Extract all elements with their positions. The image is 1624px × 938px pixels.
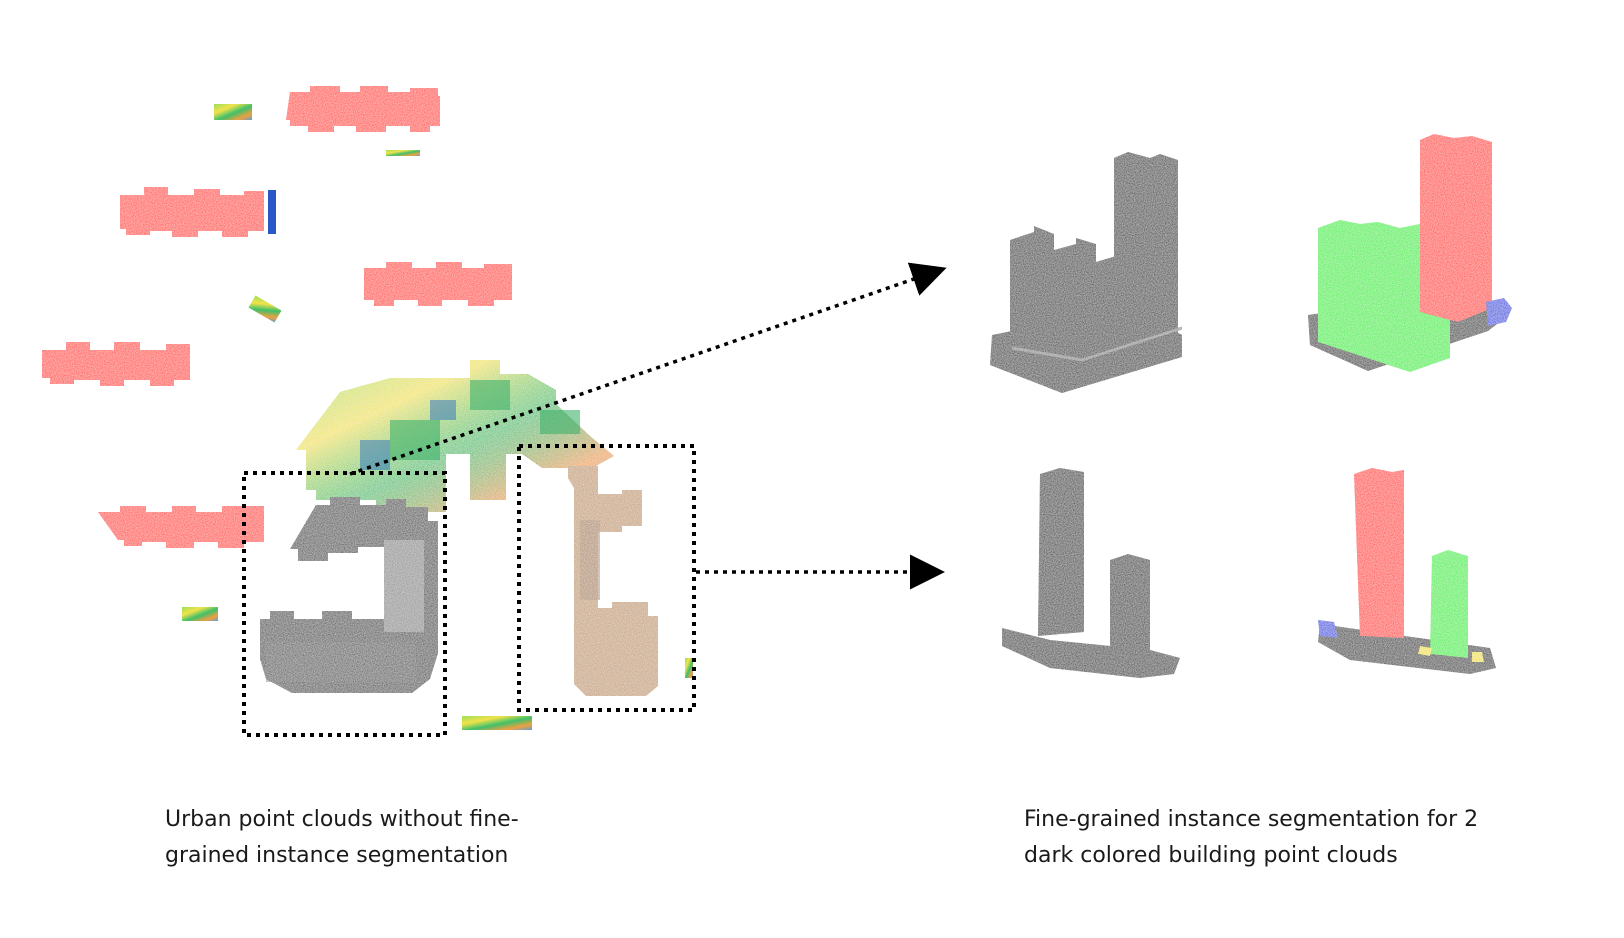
- left-caption-line-2: grained instance segmentation: [165, 843, 509, 868]
- red-building-cloud: [42, 342, 190, 386]
- red-building-cloud: [120, 187, 264, 237]
- blue-edge-cloud: [268, 190, 276, 234]
- tan-building-cloud: [568, 466, 658, 696]
- right-caption-line-2: dark colored building point clouds: [1024, 843, 1398, 868]
- urban-point-cloud: [42, 86, 696, 737]
- building-a-raw-cloud: [990, 152, 1183, 393]
- small-building-fragment: [182, 607, 218, 621]
- left-caption: Urban point clouds without fine- grained…: [165, 802, 585, 874]
- red-building-cloud: [286, 86, 440, 132]
- right-caption: Fine-grained instance segmentation for 2…: [1024, 802, 1544, 874]
- building-b-segmented-cloud: [1318, 468, 1496, 674]
- red-building-cloud: [98, 506, 264, 548]
- small-building-fragment: [386, 150, 420, 156]
- dark-building-selection-box: [242, 471, 447, 737]
- small-building-fragment: [248, 295, 282, 323]
- building-a-segmented-cloud: [1308, 134, 1512, 372]
- small-building-fragment: [462, 716, 532, 730]
- small-building-fragment: [214, 104, 252, 120]
- dark-building-cloud: [260, 497, 438, 693]
- tan-building-selection-box: [517, 444, 696, 712]
- building-b-raw-cloud: [1002, 468, 1180, 678]
- small-building-fragment: [685, 658, 693, 678]
- red-building-cloud: [364, 262, 512, 306]
- right-caption-line-1: Fine-grained instance segmentation for 2: [1024, 807, 1479, 832]
- left-caption-line-1: Urban point clouds without fine-: [165, 807, 519, 832]
